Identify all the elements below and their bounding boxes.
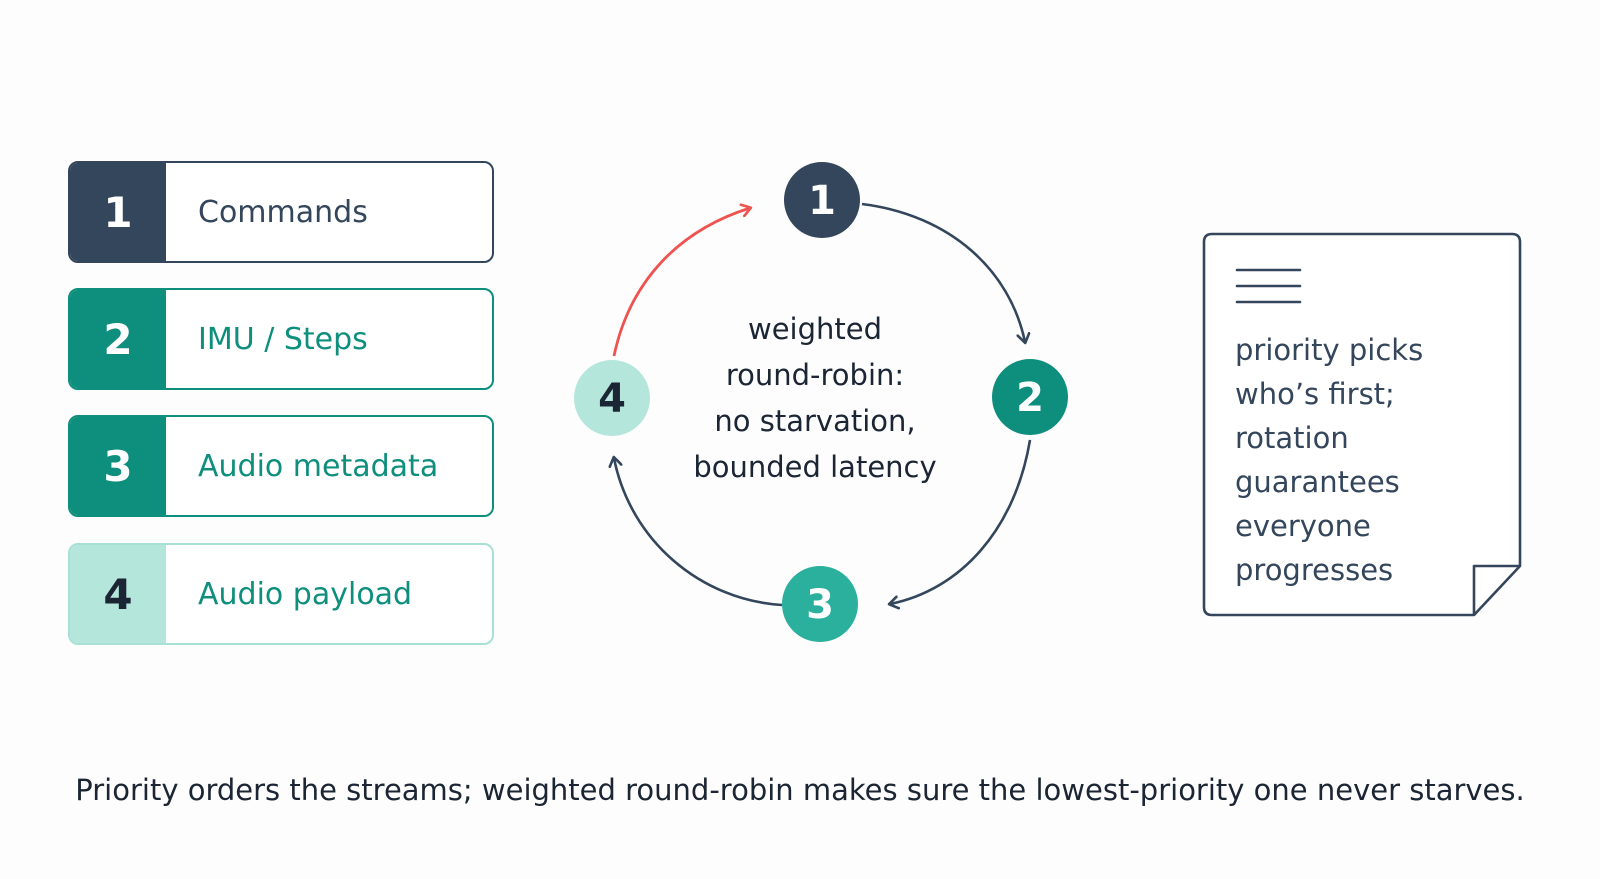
priority-number-badge: 3 — [70, 417, 166, 515]
priority-item-audio-metadata: 3 Audio metadata — [68, 415, 494, 517]
cycle-node-4-label: 4 — [598, 376, 626, 422]
center-line: no starvation, — [714, 404, 916, 438]
note-text: priority picks who’s first; rotation gua… — [1235, 328, 1423, 592]
note-line: priority picks — [1235, 333, 1424, 367]
note-document — [1202, 232, 1522, 617]
cycle-node-2: 2 — [992, 359, 1068, 435]
cycle-node-2-label: 2 — [1016, 375, 1044, 421]
arrow-3-to-4 — [614, 458, 783, 607]
cycle-node-4: 4 — [574, 360, 650, 436]
cycle-node-3-label: 3 — [806, 582, 834, 628]
priority-number-badge: 2 — [70, 290, 166, 388]
cycle-center-text: weighted round-robin: no starvation, bou… — [665, 306, 965, 490]
note-menu-icon — [1235, 268, 1302, 304]
note-line: guarantees — [1235, 465, 1400, 499]
priority-number-badge: 1 — [70, 163, 166, 261]
note-line: progresses — [1235, 553, 1394, 587]
center-line: round-robin: — [725, 358, 905, 392]
priority-label: Audio payload — [198, 576, 413, 612]
priority-item-commands: 1 Commands — [68, 161, 494, 263]
priority-item-imu-steps: 2 IMU / Steps — [68, 288, 494, 390]
note-line: rotation — [1235, 421, 1349, 455]
note-line: everyone — [1235, 509, 1371, 543]
cycle-node-1: 1 — [784, 162, 860, 238]
note-line: who’s first; — [1235, 377, 1395, 411]
priority-label: Commands — [198, 194, 368, 230]
arrow-2-to-3 — [890, 439, 1032, 604]
priority-label: IMU / Steps — [198, 321, 368, 357]
center-line: weighted — [747, 312, 883, 346]
cycle-node-1-label: 1 — [808, 178, 836, 224]
arrow-4-to-1 — [612, 208, 750, 357]
priority-label: Audio metadata — [198, 448, 439, 484]
center-line: bounded latency — [693, 450, 937, 484]
note-folded-corner — [1472, 564, 1520, 615]
priority-number-badge: 4 — [70, 545, 166, 643]
arrow-1-to-2 — [861, 202, 1025, 342]
cycle-node-3: 3 — [782, 566, 858, 642]
caption: Priority orders the streams; weighted ro… — [75, 773, 1525, 807]
priority-item-audio-payload: 4 Audio payload — [68, 543, 494, 645]
